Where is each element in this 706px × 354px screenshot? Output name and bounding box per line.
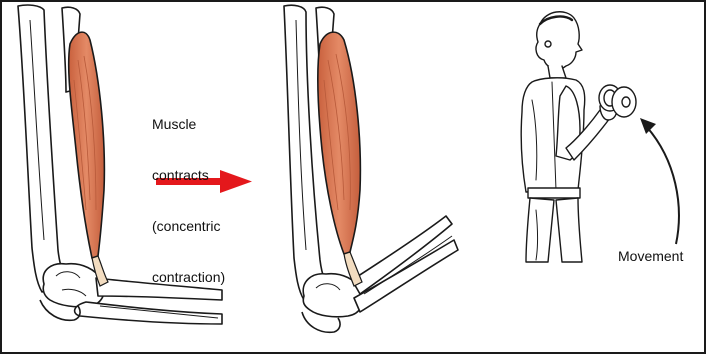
left-ulna	[75, 302, 222, 324]
person-curl-illustration	[521, 12, 636, 262]
caption-line: contraction)	[152, 269, 225, 286]
left-humerus	[18, 5, 70, 292]
middle-arm-illustration	[284, 5, 458, 332]
middle-biceps-muscle	[318, 32, 362, 286]
movement-arrow	[640, 118, 679, 244]
contraction-caption: Muscle contracts (concentric contraction…	[152, 82, 225, 303]
movement-label: Movement	[618, 248, 683, 265]
person-legs	[526, 198, 554, 262]
caption-line: Muscle	[152, 116, 225, 133]
left-biceps-muscle	[69, 32, 108, 286]
caption-line: contracts	[152, 167, 225, 184]
caption-line: (concentric	[152, 218, 225, 235]
